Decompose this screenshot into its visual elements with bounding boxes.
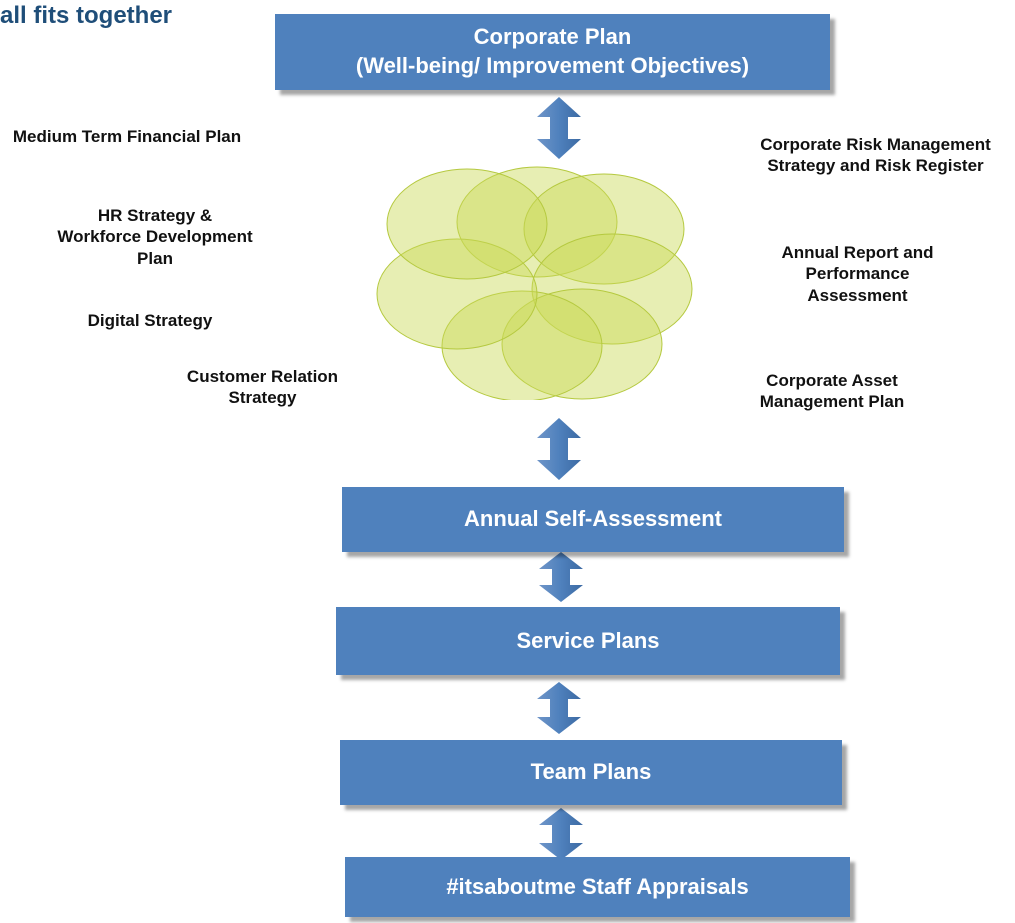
corporate-plan-label: Corporate Plan (Well-being/ Improvement … [355,24,750,78]
petal-lower-right [501,288,663,400]
staff-appraisals-label: #itsaboutme Staff Appraisals [446,873,749,899]
label-hr-strategy: HR Strategy & Workforce Development Plan [57,206,253,268]
double-arrow-icon [537,418,581,480]
team-plans-label: Team Plans [530,759,652,785]
double-arrow-icon [539,808,583,860]
label-customer-relation-strategy: Customer Relation Strategy [186,367,339,408]
service-plans-label: Service Plans [516,627,660,653]
team-plans-box: Team Plans [340,740,842,805]
petal-upper-right [523,173,685,285]
label-corporate-risk: Corporate Risk Management Strategy and R… [760,135,991,176]
overlapping-circles-diagram [376,166,693,400]
petal-upper-left [386,168,548,280]
double-arrow-icon [537,97,581,159]
petal-bottom [441,290,603,400]
annual-self-assessment-label: Annual Self-Assessment [464,506,722,532]
staff-appraisals-box: #itsaboutme Staff Appraisals [345,857,850,917]
corporate-plan-box: Corporate Plan (Well-being/ Improvement … [275,14,830,90]
page-heading: all fits together [0,2,173,29]
label-digital-strategy: Digital Strategy [87,311,213,330]
double-arrow-icon [537,682,581,734]
petal-top [456,166,618,278]
annual-self-assessment-box: Annual Self-Assessment [342,487,844,552]
service-plans-box: Service Plans [336,607,840,675]
label-corporate-asset: Corporate Asset Management Plan [759,371,905,412]
label-medium-term-financial-plan: Medium Term Financial Plan [12,127,242,146]
label-annual-report: Annual Report and Performance Assessment [781,243,934,305]
double-arrow-icon [539,552,583,602]
